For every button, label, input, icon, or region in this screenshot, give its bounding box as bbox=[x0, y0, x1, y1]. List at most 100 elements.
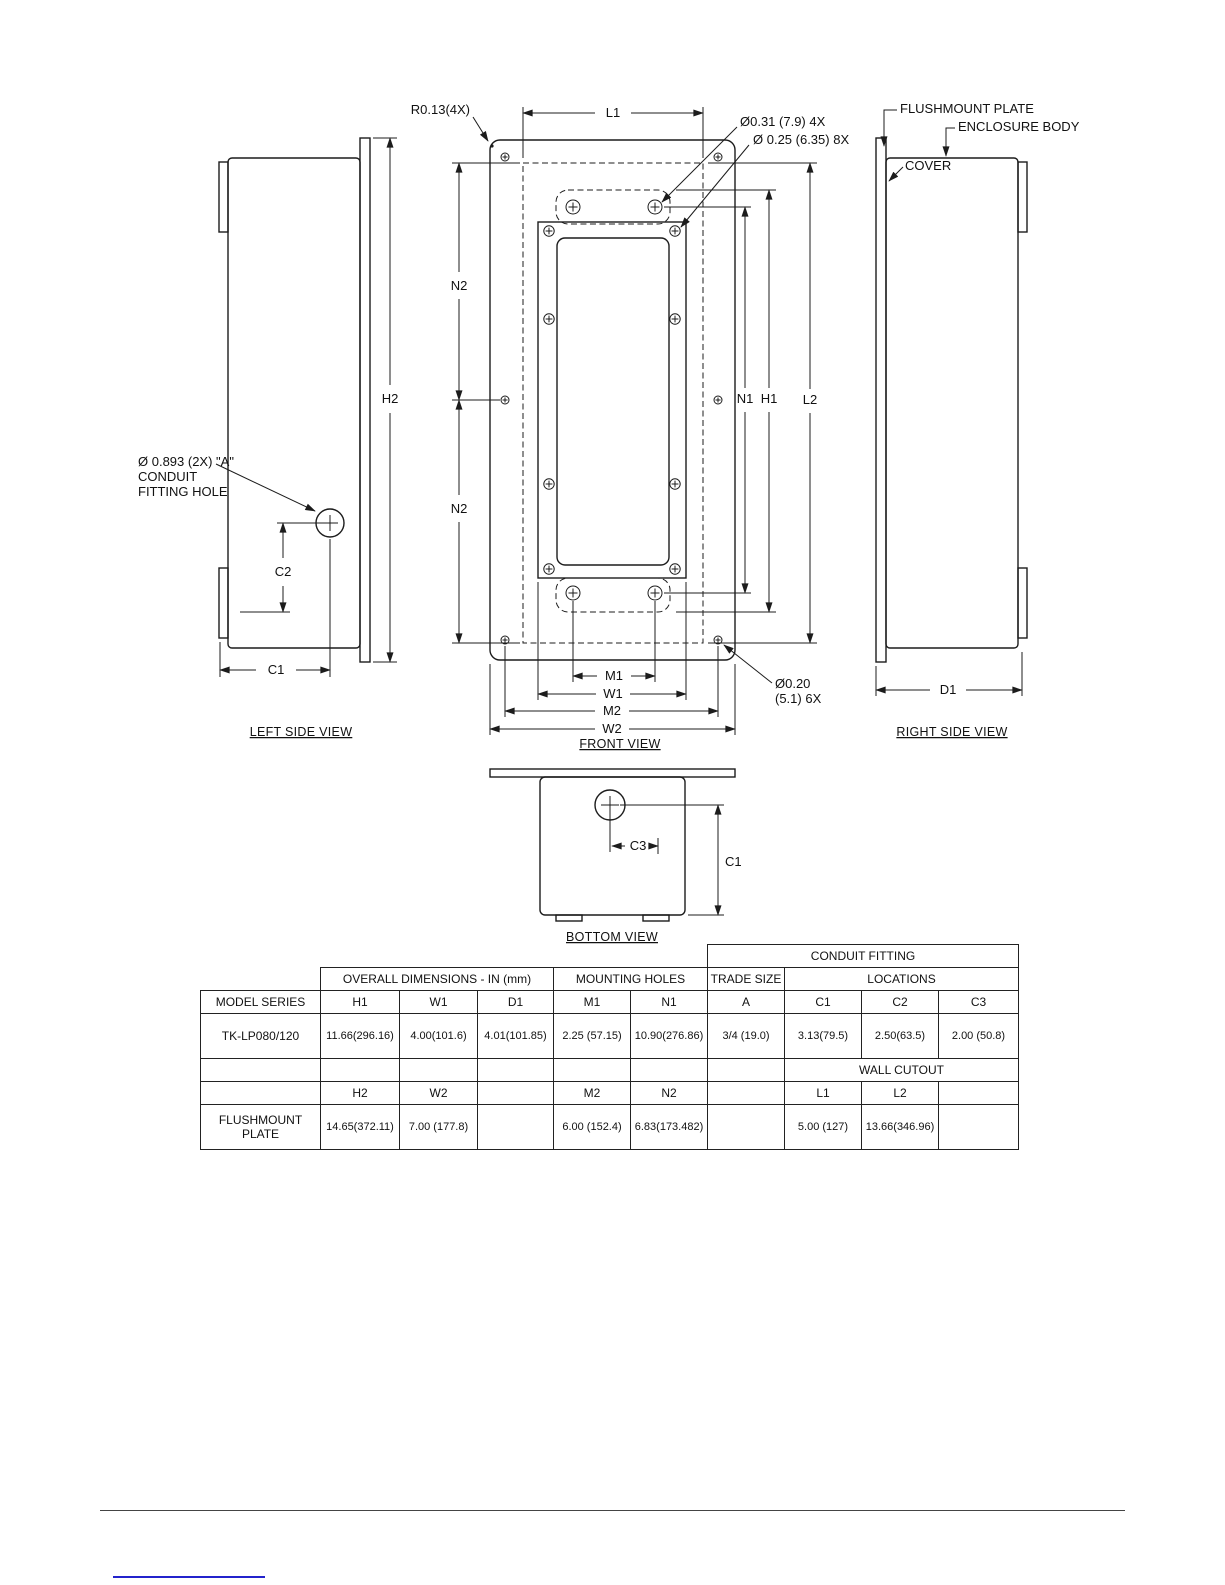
enclosure-body-bottom bbox=[539, 776, 686, 916]
cover-panel bbox=[556, 237, 670, 566]
callout-hole-6x-line1: Ø0.20 bbox=[775, 676, 810, 691]
table-cell: 7.00 (177.8) bbox=[399, 1104, 478, 1150]
table-cell: 5.00 (127) bbox=[784, 1104, 862, 1150]
header-overall-dimensions: OVERALL DIMENSIONS - IN (mm) bbox=[320, 967, 554, 991]
col-header-c2: C2 bbox=[861, 990, 939, 1014]
leader-enclosure-body bbox=[942, 127, 955, 157]
view-title-right: RIGHT SIDE VIEW bbox=[896, 725, 1007, 739]
cover-screw-icon bbox=[543, 563, 555, 575]
table-cell: 13.66(346.96) bbox=[861, 1104, 939, 1150]
col-header-w1: W1 bbox=[399, 990, 478, 1014]
leader-hole-8x bbox=[680, 144, 750, 228]
table-cell: 11.66(296.16) bbox=[320, 1013, 400, 1059]
dim-w1: W1 bbox=[537, 582, 687, 701]
mounting-tab-top bbox=[218, 161, 229, 233]
table-cell: 4.00(101.6) bbox=[399, 1013, 478, 1059]
table-cell: 3.13(79.5) bbox=[784, 1013, 862, 1059]
bottom-view: C3 C1 BOTTOM VIEW bbox=[489, 768, 742, 944]
callout-flushmount-plate: FLUSHMOUNT PLATE bbox=[900, 101, 1034, 116]
table-cell: 6.83(173.482) bbox=[630, 1104, 708, 1150]
table-cell bbox=[477, 1104, 554, 1150]
col-header-c1: C1 bbox=[784, 990, 862, 1014]
plate-hole-icon bbox=[713, 152, 723, 162]
header-mounting-holes: MOUNTING HOLES bbox=[553, 967, 708, 991]
dim-label-w2: W2 bbox=[602, 721, 622, 736]
header-model-series: MODEL SERIES bbox=[200, 990, 321, 1014]
cover-screw-icon bbox=[669, 313, 681, 325]
table-spacer bbox=[201, 945, 708, 968]
dim-n1: N1 bbox=[664, 206, 754, 594]
table-cell bbox=[200, 1058, 321, 1082]
dim-label-m2: M2 bbox=[603, 703, 621, 718]
col-header-l2: L2 bbox=[861, 1081, 939, 1105]
table-cell: 6.00 (152.4) bbox=[553, 1104, 631, 1150]
dim-label-c2: C2 bbox=[275, 564, 292, 579]
plate-hole-icon bbox=[713, 395, 723, 405]
header-wall-cutout: WALL CUTOUT bbox=[784, 1058, 1019, 1082]
header-conduit-fitting: CONDUIT FITTING bbox=[707, 944, 1019, 968]
table-cell bbox=[707, 1104, 785, 1150]
callout-conduit-line3: FITTING HOLE bbox=[138, 484, 228, 499]
dim-label-c1-bottom: C1 bbox=[725, 854, 742, 869]
top-flange-outline bbox=[555, 189, 671, 225]
right-side-view: FLUSHMOUNT PLATE ENCLOSURE BODY COVER D1… bbox=[875, 101, 1080, 739]
callout-enclosure-body: ENCLOSURE BODY bbox=[958, 119, 1080, 134]
enclosure-body-right bbox=[885, 157, 1019, 649]
leader-hole-6x bbox=[723, 644, 773, 684]
dim-label-h1: H1 bbox=[761, 391, 778, 406]
dim-c2: C2 bbox=[240, 522, 322, 613]
mounting-tab-bottom-right bbox=[1017, 567, 1028, 639]
callout-hole-6x-line2: (5.1) 6X bbox=[775, 691, 822, 706]
left-side-view: Ø 0.893 (2X) "A" CONDUIT FITTING HOLE H2… bbox=[138, 137, 399, 739]
dim-label-h2: H2 bbox=[382, 391, 399, 406]
callout-radius: R0.13(4X) bbox=[411, 102, 470, 117]
engineering-drawing: Ø 0.893 (2X) "A" CONDUIT FITTING HOLE H2… bbox=[138, 101, 1080, 944]
enclosure-body-left bbox=[227, 157, 361, 649]
foot-tab-left bbox=[555, 914, 583, 922]
col-header-a: A bbox=[707, 990, 785, 1014]
cover-screw-icon bbox=[543, 225, 555, 237]
dim-m1: M1 bbox=[572, 601, 656, 683]
table-cell bbox=[200, 1081, 321, 1105]
leader-flushmount-plate bbox=[880, 109, 897, 147]
flushmount-plate-right bbox=[875, 137, 887, 663]
dim-label-n2-top: N2 bbox=[451, 278, 468, 293]
dim-label-c1-left: C1 bbox=[268, 662, 285, 677]
dim-label-l1: L1 bbox=[606, 105, 620, 120]
callout-hole-8x: Ø 0.25 (6.35) 8X bbox=[753, 132, 849, 147]
flushmount-plate-front bbox=[489, 139, 736, 661]
wall-cutout-outline bbox=[522, 162, 704, 644]
footer-divider bbox=[100, 1510, 1125, 1511]
col-header-l1: L1 bbox=[784, 1081, 862, 1105]
dim-m2: M2 bbox=[504, 646, 719, 718]
front-view: L1 R0.13(4X) Ø0.31 (7.9) 4X Ø 0.25 (6.35… bbox=[411, 102, 850, 751]
mounting-tab-bottom bbox=[218, 567, 229, 639]
plate-hole-icon bbox=[500, 152, 510, 162]
col-header-c3: C3 bbox=[938, 990, 1019, 1014]
table-cell bbox=[477, 1058, 554, 1082]
col-header-m2: M2 bbox=[553, 1081, 631, 1105]
table-spacer bbox=[201, 968, 321, 991]
dim-h1: H1 bbox=[676, 189, 778, 613]
dim-label-m1: M1 bbox=[605, 668, 623, 683]
table-cell bbox=[707, 1081, 785, 1105]
dim-label-n2-bottom: N2 bbox=[451, 501, 468, 516]
footer-link-underline[interactable] bbox=[113, 1576, 265, 1578]
foot-tab-right bbox=[642, 914, 670, 922]
cover-screw-icon bbox=[543, 313, 555, 325]
dim-l2: L2 bbox=[708, 162, 817, 644]
col-header-h1: H1 bbox=[320, 990, 400, 1014]
leader-conduit bbox=[215, 463, 316, 512]
mounting-hole-icon bbox=[647, 199, 663, 215]
view-title-front: FRONT VIEW bbox=[579, 737, 660, 751]
leader-cover bbox=[888, 166, 904, 182]
col-header-w2: W2 bbox=[399, 1081, 478, 1105]
header-locations: LOCATIONS bbox=[784, 967, 1019, 991]
dim-label-l2: L2 bbox=[803, 392, 817, 407]
dim-label-n1: N1 bbox=[737, 391, 754, 406]
dimensions-table: CONDUIT FITTING OVERALL DIMENSIONS - IN … bbox=[200, 944, 1019, 1150]
cover-screw-icon bbox=[669, 563, 681, 575]
callout-conduit-line2: CONDUIT bbox=[138, 469, 197, 484]
dim-label-c3: C3 bbox=[630, 838, 647, 853]
col-header-h2: H2 bbox=[320, 1081, 400, 1105]
